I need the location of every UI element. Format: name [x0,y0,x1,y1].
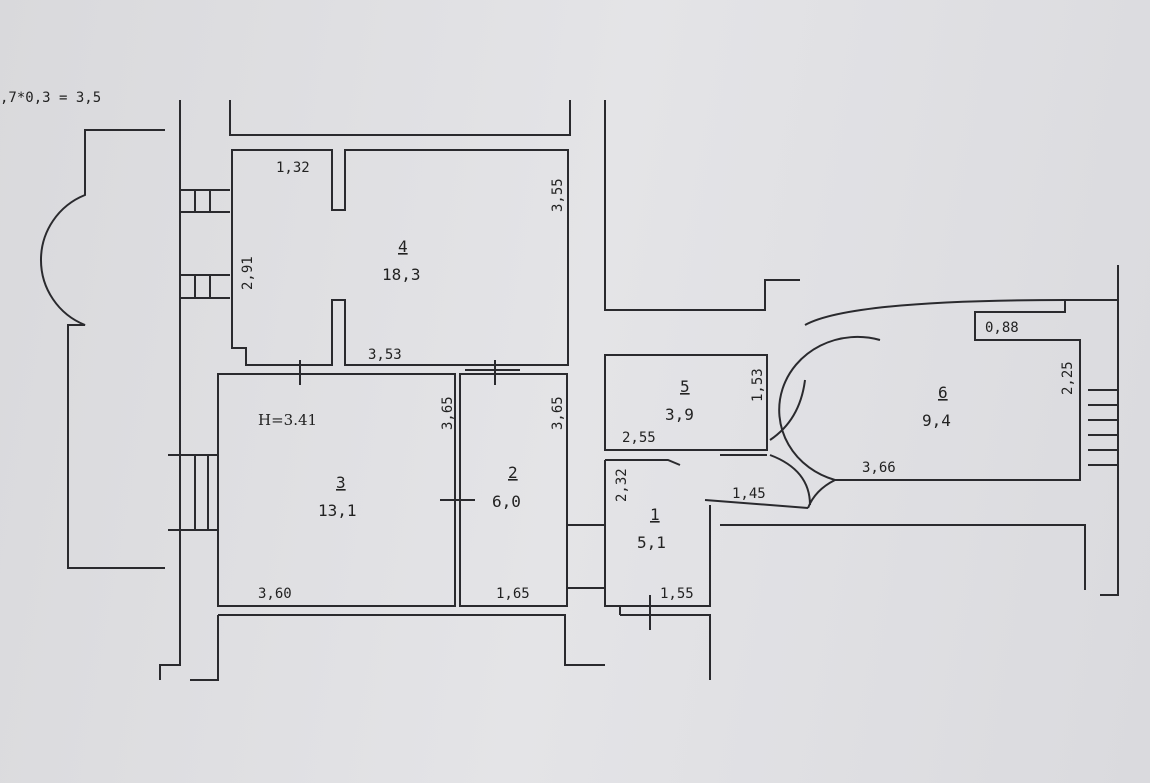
room-5-label: 5 3,9 [665,377,694,424]
svg-text:9,4: 9,4 [922,411,951,430]
svg-text:5: 5 [680,377,690,396]
svg-text:3: 3 [336,473,346,492]
dimension-labels: 1,32 3,55 2,91 3,53 3,65 3,60 3,65 1,65 … [240,160,1076,602]
svg-text:13,1: 13,1 [318,501,357,520]
svg-text:6: 6 [938,383,948,402]
svg-text:1,55: 1,55 [660,586,694,602]
svg-text:3,53: 3,53 [368,347,402,363]
formula-note: ,7*0,3 = 3,5 [0,90,101,106]
svg-text:18,3: 18,3 [382,265,421,284]
svg-text:1,45: 1,45 [732,486,766,502]
svg-text:0,88: 0,88 [985,320,1019,336]
svg-text:3,65: 3,65 [550,396,566,430]
svg-text:3,55: 3,55 [550,178,566,212]
svg-text:2: 2 [508,463,518,482]
svg-text:6,0: 6,0 [492,492,521,511]
walls [39,100,1119,681]
ceiling-height: H=3.41 [258,411,317,429]
svg-text:4: 4 [398,237,408,256]
svg-text:3,65: 3,65 [440,396,456,430]
svg-text:1,53: 1,53 [750,368,766,402]
room-6-label: 6 9,4 [922,383,951,430]
svg-text:1,32: 1,32 [276,160,310,176]
room-3-label: 3 13,1 [318,473,357,520]
svg-text:2,32: 2,32 [614,468,630,502]
room-2-label: 2 6,0 [492,463,521,511]
svg-text:1: 1 [650,505,660,524]
room-4-label: 4 18,3 [382,237,421,284]
svg-text:3,60: 3,60 [258,586,292,602]
room-1-label: 1 5,1 [637,505,666,552]
svg-text:3,9: 3,9 [665,405,694,424]
svg-text:2,55: 2,55 [622,430,656,446]
svg-text:2,25: 2,25 [1060,361,1076,395]
svg-text:3,66: 3,66 [862,460,896,476]
svg-text:1,65: 1,65 [496,586,530,602]
svg-text:5,1: 5,1 [637,533,666,552]
svg-text:2,91: 2,91 [240,256,256,290]
